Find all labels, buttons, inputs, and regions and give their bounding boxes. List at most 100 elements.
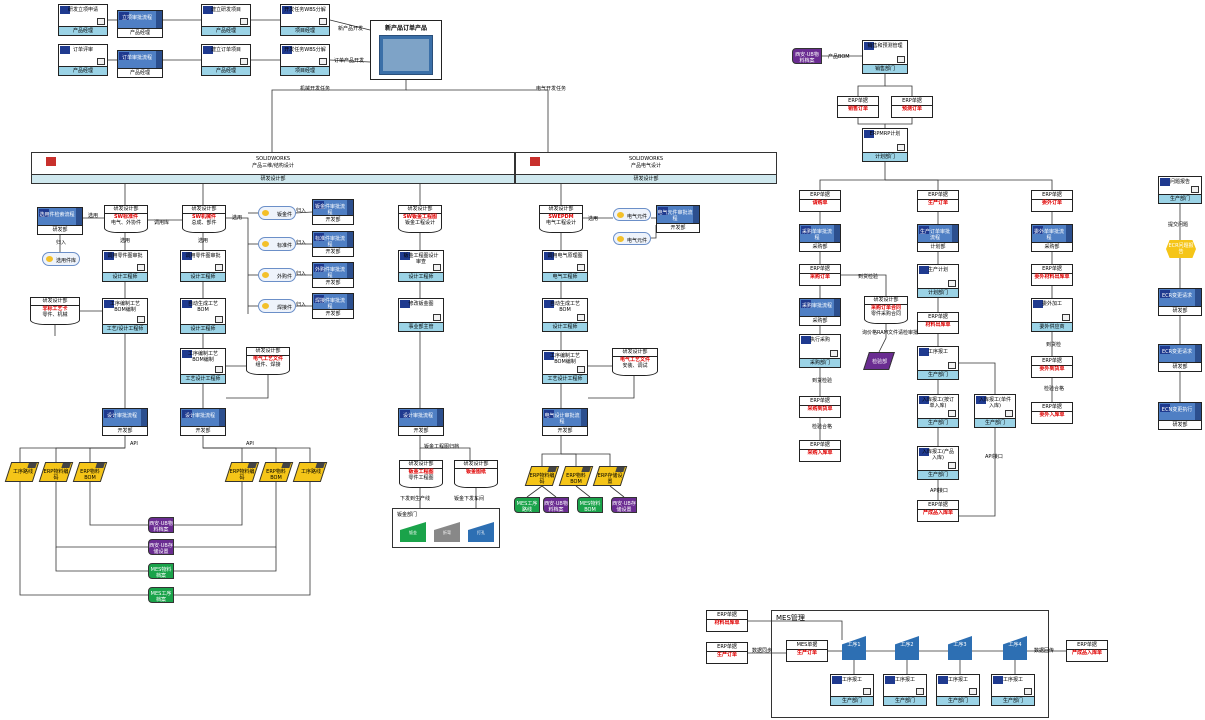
- block-rd-apply[interactable]: 研发立项申请产品经理: [58, 4, 108, 36]
- sys-ub-storage[interactable]: 西安·UB存储设置: [148, 539, 174, 555]
- data-elec-code[interactable]: ERP物料编码: [524, 466, 560, 486]
- block-stock-in-single[interactable]: 入库报工(单件入库)生产部门: [974, 394, 1016, 428]
- block-order-project[interactable]: 建立订单项目产品经理: [201, 44, 251, 76]
- block-call-part-1[interactable]: 调用零件图审批设计工程师: [102, 250, 148, 282]
- lib-sheet[interactable]: 钣金件: [258, 206, 296, 220]
- mes-in-production[interactable]: ERP单据生产订单: [706, 642, 748, 664]
- block-outsource-approve[interactable]: 委外单审批流程采购部: [1031, 224, 1073, 252]
- block-sheet-approve[interactable]: 钣金件审批流程开发部: [312, 199, 354, 225]
- block-elec-approve[interactable]: 电气设计审批流程开发部: [542, 408, 588, 436]
- data-elec-bom[interactable]: ERP物料BOM: [558, 466, 594, 486]
- sys-elec-ub-material[interactable]: 西安·UB物料档案: [543, 497, 569, 513]
- block-production-plan[interactable]: 生产计划计划部门: [917, 264, 959, 298]
- mes-production-order[interactable]: MES单据生产订单: [786, 640, 828, 662]
- erp-arrival[interactable]: ERP单据采购到货单: [799, 396, 841, 418]
- block-design-approve-1[interactable]: 设计审批流程开发部: [102, 408, 148, 436]
- block-rd-project[interactable]: 建立研发项目产品经理: [201, 4, 251, 36]
- data-code-2[interactable]: ERP物料编码: [224, 462, 260, 482]
- sys-elec-ub-storage[interactable]: 西安·UB存储设置: [611, 497, 637, 513]
- doc-elec-install[interactable]: 研发设计部电气工艺文件安装、调试: [612, 348, 658, 376]
- block-order-wbs[interactable]: 开发任务WBS分解项目经理: [280, 44, 330, 76]
- erp-outsource-issue[interactable]: ERP单据委外材料出库单: [1031, 264, 1073, 286]
- erp-material-issue[interactable]: ERP单据材料出库单: [917, 312, 959, 334]
- data-bom-2[interactable]: ERP物料BOM: [258, 462, 294, 482]
- block-ecr-review[interactable]: ECR变更请求研发部: [1158, 344, 1202, 372]
- block-mes-report-4[interactable]: 工序报工生产部门: [991, 674, 1035, 706]
- data-bom-1[interactable]: ERP物料BOM: [72, 462, 108, 482]
- lib-buy[interactable]: 外购件: [258, 268, 296, 282]
- block-process-bom-1[interactable]: 工序编制工艺BOM编制工艺/设计工程师: [102, 298, 148, 334]
- mes-finished-stock-in[interactable]: ERP单据产成品入库单: [1066, 640, 1108, 662]
- erp-outsource-arrival[interactable]: ERP单据委外到货单: [1031, 356, 1073, 378]
- lib-weld[interactable]: 焊接件: [258, 299, 296, 313]
- new-product-card[interactable]: 新产品订单产品: [370, 20, 442, 80]
- doc-process-card[interactable]: 研发设计部非标工艺卡零件、机械: [30, 297, 80, 325]
- ecr-hexagon[interactable]: ECR问题报告: [1166, 240, 1196, 258]
- block-order-approve[interactable]: 订单审批流程产品经理: [117, 50, 163, 78]
- lib-elec-2[interactable]: 电气元件: [613, 232, 651, 245]
- block-mes-report-2[interactable]: 工序报工生产部门: [883, 674, 927, 706]
- block-mes-report-1[interactable]: 工序报工生产部门: [830, 674, 874, 706]
- doc-purchase-contract[interactable]: 研发设计部采购订单合同零件采购合同: [864, 296, 908, 324]
- block-production-approve[interactable]: 生产订单审批流程计划部: [917, 224, 959, 252]
- block-sales-forecast[interactable]: 销售和预测管理销售部门: [862, 40, 908, 74]
- erp-production-order[interactable]: ERP单据生产订单: [917, 190, 959, 212]
- erp-purchase-order[interactable]: ERP单据采购订单: [799, 264, 841, 286]
- block-elec-process-bom[interactable]: 工序编制工艺BOM编制工艺设计工程师: [542, 350, 588, 384]
- erp-ub-material[interactable]: 西安·UB物料档案: [792, 48, 822, 64]
- erp-outsource-stock-in[interactable]: ERP单据委外入库单: [1031, 402, 1073, 424]
- block-rd-approve[interactable]: 立项审批流程产品经理: [117, 10, 163, 38]
- frame-mes[interactable]: MES管理: [771, 610, 1049, 718]
- block-ecr-request[interactable]: ECR变更请求研发部: [1158, 288, 1202, 316]
- block-design-approve-2[interactable]: 设计审批流程开发部: [180, 408, 226, 436]
- lib-elec-1[interactable]: 电气元件: [613, 208, 651, 221]
- block-stock-in-order[interactable]: 入库报工(按订单入库)生产部门: [917, 394, 959, 428]
- block-sheet-review[interactable]: 钣金工程图设计审查设计工程师: [398, 250, 444, 282]
- block-elec-diagram[interactable]: 调用电气原理图电气工程师: [542, 250, 588, 282]
- erp-outsource-order[interactable]: ERP单据委外订单: [1031, 190, 1073, 212]
- block-op-report[interactable]: 工序报工生产部门: [917, 346, 959, 380]
- block-call-part-2[interactable]: 调用零件图审批设计工程师: [180, 250, 226, 282]
- block-weld-approve[interactable]: 焊接件审批流程开发部: [312, 293, 354, 319]
- erp-purchase-req[interactable]: ERP单据请购单: [799, 190, 841, 212]
- block-exec-purchase[interactable]: 执行采购采购部门: [799, 334, 841, 368]
- block-problem-report[interactable]: 问题报告生产部门: [1158, 176, 1202, 204]
- block-elec-comp-approve[interactable]: 电气元件审批流程开发部: [656, 205, 700, 233]
- block-process-bom-2[interactable]: 工序编制工艺BOM编制工艺设计工程师: [180, 348, 226, 384]
- data-code-1[interactable]: ERP物料编码: [38, 462, 74, 482]
- block-rd-wbs[interactable]: 开发任务WBS分解项目经理: [280, 4, 330, 36]
- sys-ub-material[interactable]: 西安·UB物料档案: [148, 517, 174, 533]
- doc-elec-process[interactable]: 研发设计部电气工艺文件组件、焊接: [246, 347, 290, 375]
- erp-purchase-stock-in[interactable]: ERP单据采购入库单: [799, 440, 841, 462]
- block-outsource-process[interactable]: 委外加工委外供应商: [1031, 298, 1073, 332]
- doc-sheet-drawing[interactable]: 研发设计部钣金工程图零件工程图: [399, 460, 443, 488]
- block-purchase-approve[interactable]: 采购单审批流程采购部: [799, 224, 841, 252]
- block-mes-report-3[interactable]: 工序报工生产部门: [936, 674, 980, 706]
- block-ecn-exec[interactable]: ECN变更执行研发部: [1158, 402, 1202, 430]
- block-mrp[interactable]: ERPMRP计划计划部门: [862, 128, 908, 162]
- sys-mes-material[interactable]: MES物料档案: [148, 563, 174, 579]
- sys-elec-mes-bom[interactable]: MES物料BOM: [577, 497, 603, 513]
- doc-sheet-paper[interactable]: 研发设计部钣金图纸: [454, 460, 498, 488]
- block-stock-in-product[interactable]: 入库报工(产品入库)生产部门: [917, 446, 959, 480]
- sys-elec-mes-route[interactable]: MES工序路线: [514, 497, 540, 513]
- sys-mes-route[interactable]: MES工序档案: [148, 587, 174, 603]
- erp-sales-order[interactable]: ERP单据销售订单: [837, 96, 879, 118]
- block-select-part[interactable]: 选用件检索流程研发部: [37, 207, 83, 235]
- data-elec-storage[interactable]: ERP存储设置: [592, 466, 628, 486]
- block-sheet-approve[interactable]: 设计审批流程开发部: [398, 408, 444, 436]
- block-order-review[interactable]: 订单评审产品经理: [58, 44, 108, 76]
- lib-select[interactable]: 选用件库: [42, 252, 80, 266]
- block-sheet-modify[interactable]: 修改钣金图事业部主管: [398, 298, 444, 332]
- mes-in-material[interactable]: ERP单据材料出库单: [706, 610, 748, 632]
- block-purchase-flow[interactable]: 采购审批流程采购部: [799, 298, 841, 326]
- frame-sheet-dept[interactable]: 钣金部门: [392, 508, 500, 548]
- block-buy-approve[interactable]: 外购件审批流程开发部: [312, 262, 354, 288]
- erp-finished-stock-in[interactable]: ERP单据产成品入库单: [917, 500, 959, 522]
- lib-std[interactable]: 标准件: [258, 237, 296, 251]
